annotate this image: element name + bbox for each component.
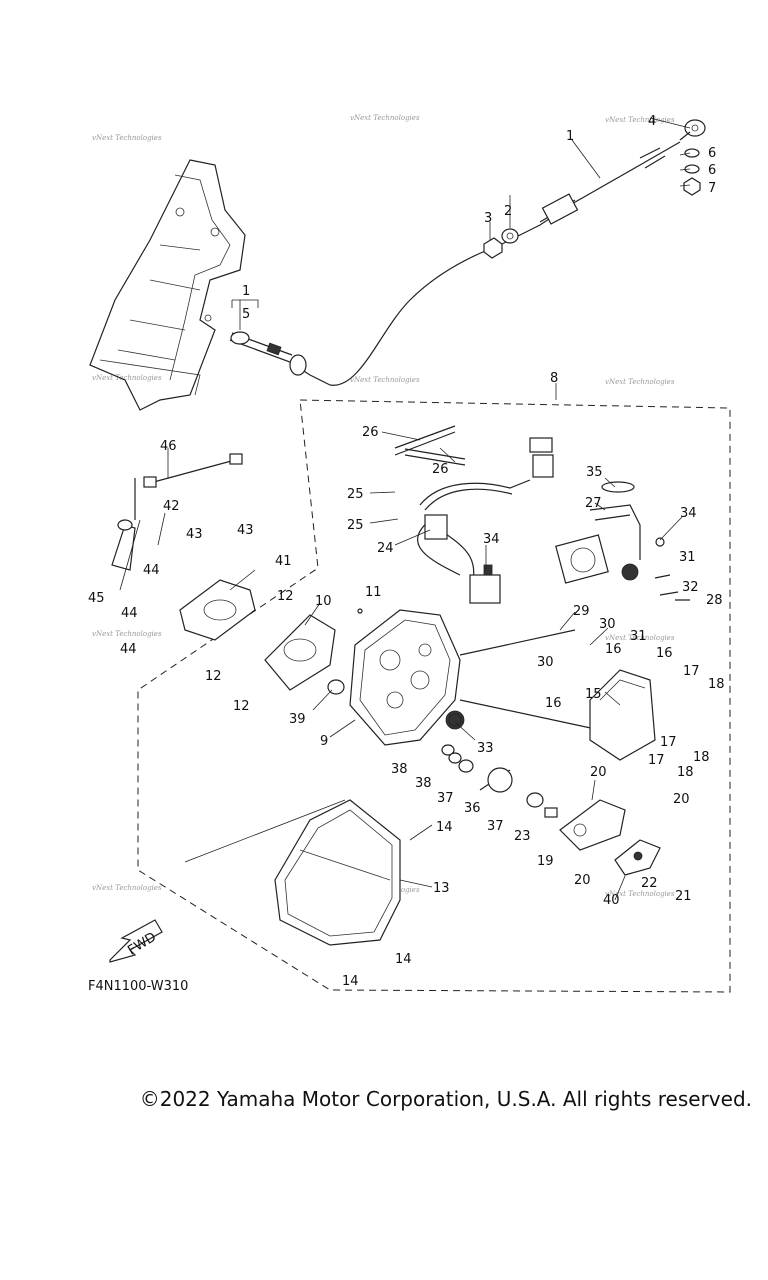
callout-2: 2: [504, 204, 512, 219]
callout-6: 6: [708, 146, 716, 161]
callout-26: 26: [362, 425, 379, 440]
callout-15: 15: [585, 687, 602, 702]
callout-bracket: [231, 299, 259, 308]
callout-12: 12: [233, 699, 250, 714]
callout-17: 17: [683, 664, 700, 679]
callout-11: 11: [365, 585, 382, 600]
callout-16: 16: [545, 696, 562, 711]
callout-28: 28: [706, 593, 723, 608]
callout-20: 20: [574, 873, 591, 888]
callout-31: 31: [679, 550, 696, 565]
callout-22: 22: [641, 876, 658, 891]
assembly-boundary: [137, 399, 731, 993]
callout-41: 41: [275, 554, 292, 569]
callout-17: 17: [660, 735, 677, 750]
callout-44: 44: [121, 606, 138, 621]
callout-45: 45: [88, 591, 105, 606]
callout-29: 29: [573, 604, 590, 619]
shift-cable: [229, 119, 706, 386]
gearcase-cover: [184, 799, 401, 946]
callout-18: 18: [708, 677, 725, 692]
callout-5: 5: [242, 307, 250, 322]
callout-38: 38: [391, 762, 408, 777]
callout-36: 36: [464, 801, 481, 816]
copyright-notice: ©2022 Yamaha Motor Corporation, U.S.A. A…: [139, 1087, 752, 1111]
callout-33: 33: [477, 741, 494, 756]
callout-25: 25: [347, 518, 364, 533]
watermark: vNext Technologies: [605, 890, 675, 898]
callout-labels: 1 1 2 3 4 5 6 6 7 8 9 10 11 12 12 12 13 …: [88, 114, 725, 989]
callout-17: 17: [648, 753, 665, 768]
callout-24: 24: [377, 541, 394, 556]
watermark: vNext Technologies: [92, 134, 162, 142]
callout-26: 26: [432, 462, 449, 477]
callout-30: 30: [599, 617, 616, 632]
callout-27: 27: [585, 496, 602, 511]
watermark: vNext Technologies: [605, 116, 675, 124]
callout-31: 31: [630, 629, 647, 644]
callout-37: 37: [487, 819, 504, 834]
callout-40: 40: [603, 893, 620, 908]
callout-35: 35: [586, 465, 603, 480]
watermark: vNext Technologies: [92, 630, 162, 638]
watermark: vNext Technologies: [350, 114, 420, 122]
callout-21: 21: [675, 889, 692, 904]
hull-housing-drawing: [89, 159, 246, 411]
callout-12: 12: [277, 589, 294, 604]
callout-10: 10: [315, 594, 332, 609]
diagram-code: F4N1100-W310: [88, 979, 188, 994]
callout-34: 34: [483, 532, 500, 547]
callout-23: 23: [514, 829, 531, 844]
watermark: vNext Technologies: [92, 884, 162, 892]
callout-14: 14: [395, 952, 412, 967]
callout-37: 37: [437, 791, 454, 806]
sensor-assembly: [555, 481, 690, 601]
watermark: vNext Technologies: [92, 374, 162, 382]
callout-30: 30: [537, 655, 554, 670]
callout-12: 12: [205, 669, 222, 684]
callout-3: 3: [484, 211, 492, 226]
callout-20: 20: [673, 792, 690, 807]
callout-4: 4: [648, 114, 656, 129]
callout-42: 42: [163, 499, 180, 514]
callout-44: 44: [143, 563, 160, 578]
shift-linkage: [559, 669, 661, 876]
gearcase-body: [349, 609, 601, 746]
watermark: vNext Technologies: [605, 634, 675, 642]
watermark: vNext Technologies: [605, 378, 675, 386]
callout-14: 14: [342, 974, 359, 989]
callout-43: 43: [186, 527, 203, 542]
gaskets: [179, 579, 345, 695]
callout-19: 19: [537, 854, 554, 869]
callout-39: 39: [289, 712, 306, 727]
parts-diagram: vNext Technologies vNext Technologies vN…: [88, 114, 731, 994]
callout-32: 32: [682, 580, 699, 595]
callout-7: 7: [708, 181, 716, 196]
callout-6: 6: [708, 163, 716, 178]
leader-lines: [119, 117, 691, 901]
small-parts: [357, 608, 558, 818]
callout-44: 44: [120, 642, 137, 657]
callout-43: 43: [237, 523, 254, 538]
callout-25: 25: [347, 487, 364, 502]
callout-16: 16: [656, 646, 673, 661]
watermark: vNext Technologies: [350, 376, 420, 384]
callout-14: 14: [436, 820, 453, 835]
callout-18: 18: [693, 750, 710, 765]
callout-16: 16: [605, 642, 622, 657]
callout-34: 34: [680, 506, 697, 521]
callout-38: 38: [415, 776, 432, 791]
fwd-arrow: FWD: [109, 919, 163, 963]
wire-harness: [394, 425, 554, 604]
callout-1: 1: [242, 284, 250, 299]
cable-hardware: [483, 148, 701, 259]
callout-8: 8: [550, 371, 558, 386]
callout-46: 46: [160, 439, 177, 454]
callout-20: 20: [590, 765, 607, 780]
callout-1: 1: [566, 129, 574, 144]
callout-9: 9: [320, 734, 328, 749]
callout-13: 13: [433, 881, 450, 896]
callout-18: 18: [677, 765, 694, 780]
